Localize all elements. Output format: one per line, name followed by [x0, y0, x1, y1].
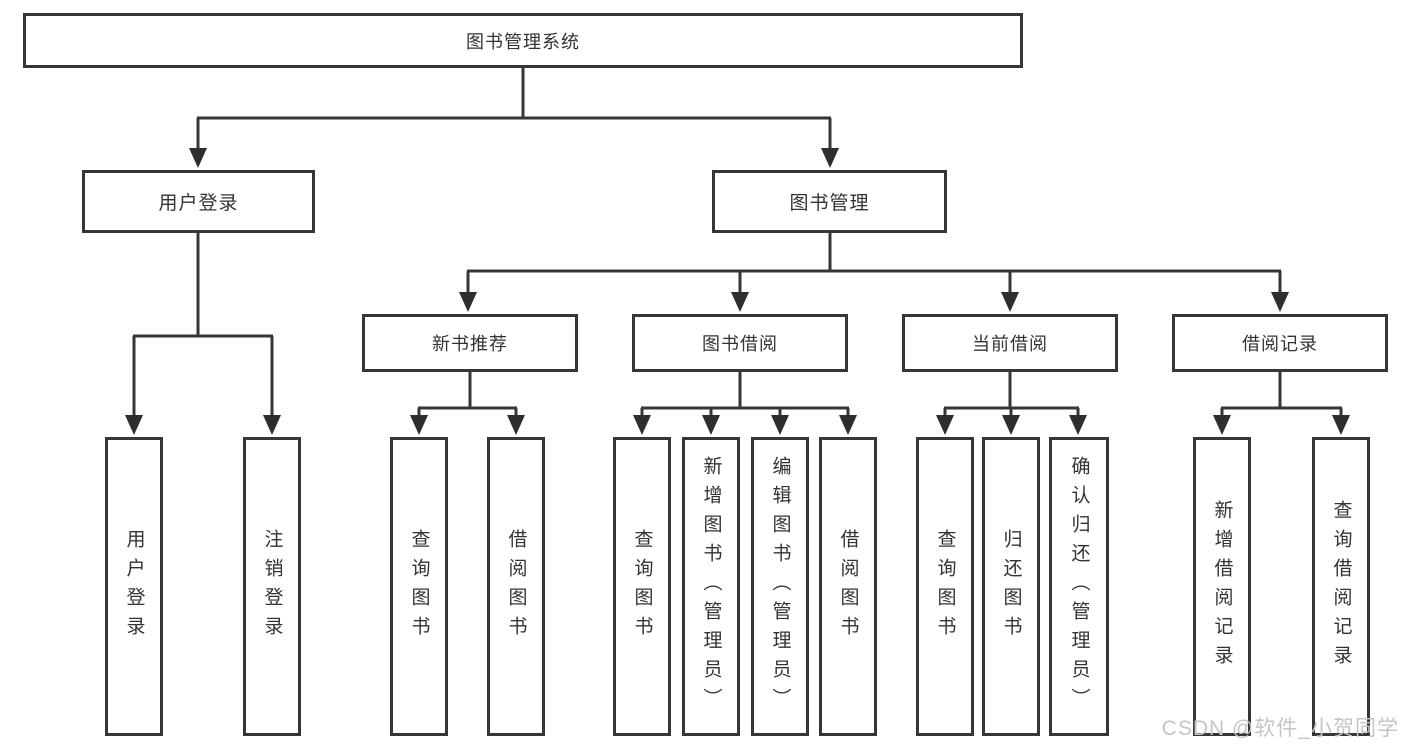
leaf-user-login-label: 用户登录	[123, 528, 145, 645]
leaf-add-books-admin: 新增图书（管理员）	[682, 437, 740, 736]
leaf-return-books: 归还图书	[982, 437, 1040, 736]
leaf-add-borrow-record: 新增借阅记录	[1193, 437, 1251, 736]
leaf-query-books-borrow: 查询图书	[613, 437, 671, 736]
node-user-login-label: 用户登录	[158, 193, 239, 214]
node-borrow-records: 借阅记录	[1172, 314, 1388, 372]
csdn-watermark: CSDN @软件_小贺同学	[1161, 717, 1399, 740]
node-library-system-label: 图书管理系统	[466, 31, 580, 52]
node-book-management-label: 图书管理	[789, 193, 870, 214]
node-current-borrow: 当前借阅	[902, 314, 1118, 372]
node-borrow-records-label: 借阅记录	[1242, 334, 1318, 354]
leaf-query-books-borrow-label: 查询图书	[631, 528, 653, 645]
leaf-query-books-recommend: 查询图书	[390, 437, 448, 736]
leaf-borrow-books-recommend: 借阅图书	[487, 437, 545, 736]
leaf-logout: 注销登录	[243, 437, 301, 736]
leaf-add-books-admin-label: 新增图书（管理员）	[700, 456, 722, 717]
leaf-borrow-books: 借阅图书	[819, 437, 877, 736]
leaf-query-borrow-record: 查询借阅记录	[1312, 437, 1370, 736]
leaf-query-books-current: 查询图书	[916, 437, 974, 736]
leaf-confirm-return-admin-label: 确认归还（管理员）	[1068, 456, 1090, 717]
leaf-add-borrow-record-label: 新增借阅记录	[1211, 499, 1233, 674]
leaf-edit-books-admin: 编辑图书（管理员）	[751, 437, 809, 736]
node-new-book-recommend: 新书推荐	[362, 314, 578, 372]
leaf-query-books-current-label: 查询图书	[934, 528, 956, 645]
node-book-management: 图书管理	[712, 170, 947, 233]
leaf-borrow-books-label: 借阅图书	[837, 528, 859, 645]
node-new-book-recommend-label: 新书推荐	[432, 334, 508, 354]
node-current-borrow-label: 当前借阅	[972, 334, 1048, 354]
node-library-system: 图书管理系统	[23, 13, 1023, 68]
leaf-edit-books-admin-label: 编辑图书（管理员）	[769, 456, 791, 717]
leaf-confirm-return-admin: 确认归还（管理员）	[1049, 437, 1109, 736]
leaf-borrow-books-recommend-label: 借阅图书	[505, 528, 527, 645]
leaf-query-borrow-record-label: 查询借阅记录	[1330, 499, 1352, 674]
node-book-borrow-label: 图书借阅	[702, 334, 778, 354]
node-book-borrow: 图书借阅	[632, 314, 848, 372]
leaf-logout-label: 注销登录	[261, 528, 283, 645]
leaf-return-books-label: 归还图书	[1000, 528, 1022, 645]
leaf-query-books-recommend-label: 查询图书	[408, 528, 430, 645]
leaf-user-login: 用户登录	[105, 437, 163, 736]
node-user-login: 用户登录	[82, 170, 315, 233]
